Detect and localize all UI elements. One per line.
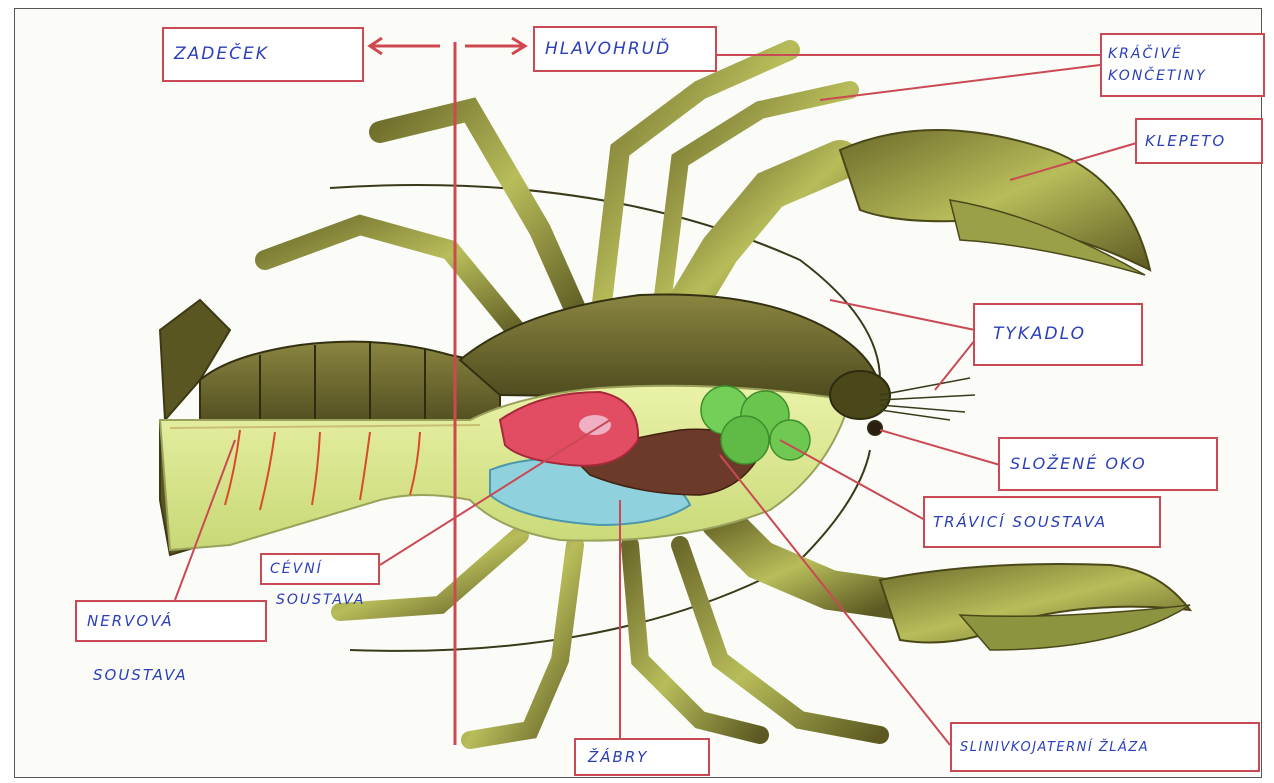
- heart-highlight: [579, 415, 611, 435]
- label-slinivka: SLINIVKOJATERNÍ ŽLÁZA: [950, 722, 1260, 772]
- label-cevni-line2: SOUSTAVA: [276, 593, 365, 607]
- label-slozene-oko-text: SLOŽENÉ OKO: [1000, 456, 1147, 472]
- cephalothorax-shell: [460, 294, 880, 400]
- label-slozene-oko: SLOŽENÉ OKO: [998, 437, 1218, 491]
- label-kracive-line1: KRÁČIVÉ: [1108, 47, 1207, 61]
- upper-claw: [690, 130, 1150, 300]
- label-nervova-line2: SOUSTAVA: [93, 668, 188, 683]
- label-kracive-koncetiny: KRÁČIVÉ KONČETINY: [1100, 33, 1265, 97]
- label-cevni-line1: CÉVNÍ: [262, 562, 323, 576]
- label-klepeto-text: KLEPETO: [1137, 134, 1226, 149]
- label-travici-soustava: TRÁVICÍ SOUSTAVA: [923, 496, 1161, 548]
- label-slinivka-text: SLINIVKOJATERNÍ ŽLÁZA: [952, 741, 1149, 754]
- label-zabry: ŽÁBRY: [574, 738, 710, 776]
- label-hlavohrud-text: HLAVOHRUĎ: [535, 41, 671, 58]
- antennules: [880, 378, 975, 420]
- label-travici-text: TRÁVICÍ SOUSTAVA: [925, 515, 1107, 530]
- label-nervova: NERVOVÁ: [75, 600, 267, 642]
- label-nervova-line1: NERVOVÁ: [77, 614, 174, 629]
- label-zadecek-text: ZADEČEK: [164, 46, 269, 63]
- label-cevni: CÉVNÍ: [260, 553, 380, 585]
- label-tykadlo-text: TYKADLO: [975, 326, 1086, 343]
- label-kracive-line2: KONČETINY: [1108, 69, 1207, 83]
- label-klepeto: KLEPETO: [1135, 118, 1263, 164]
- label-zabry-text: ŽÁBRY: [576, 750, 648, 765]
- label-zadecek: ZADEČEK: [162, 27, 364, 82]
- label-hlavohrud: HLAVOHRUĎ: [533, 26, 717, 72]
- label-kracive-koncetiny-stack: KRÁČIVÉ KONČETINY: [1102, 47, 1207, 83]
- label-tykadlo: TYKADLO: [973, 303, 1143, 366]
